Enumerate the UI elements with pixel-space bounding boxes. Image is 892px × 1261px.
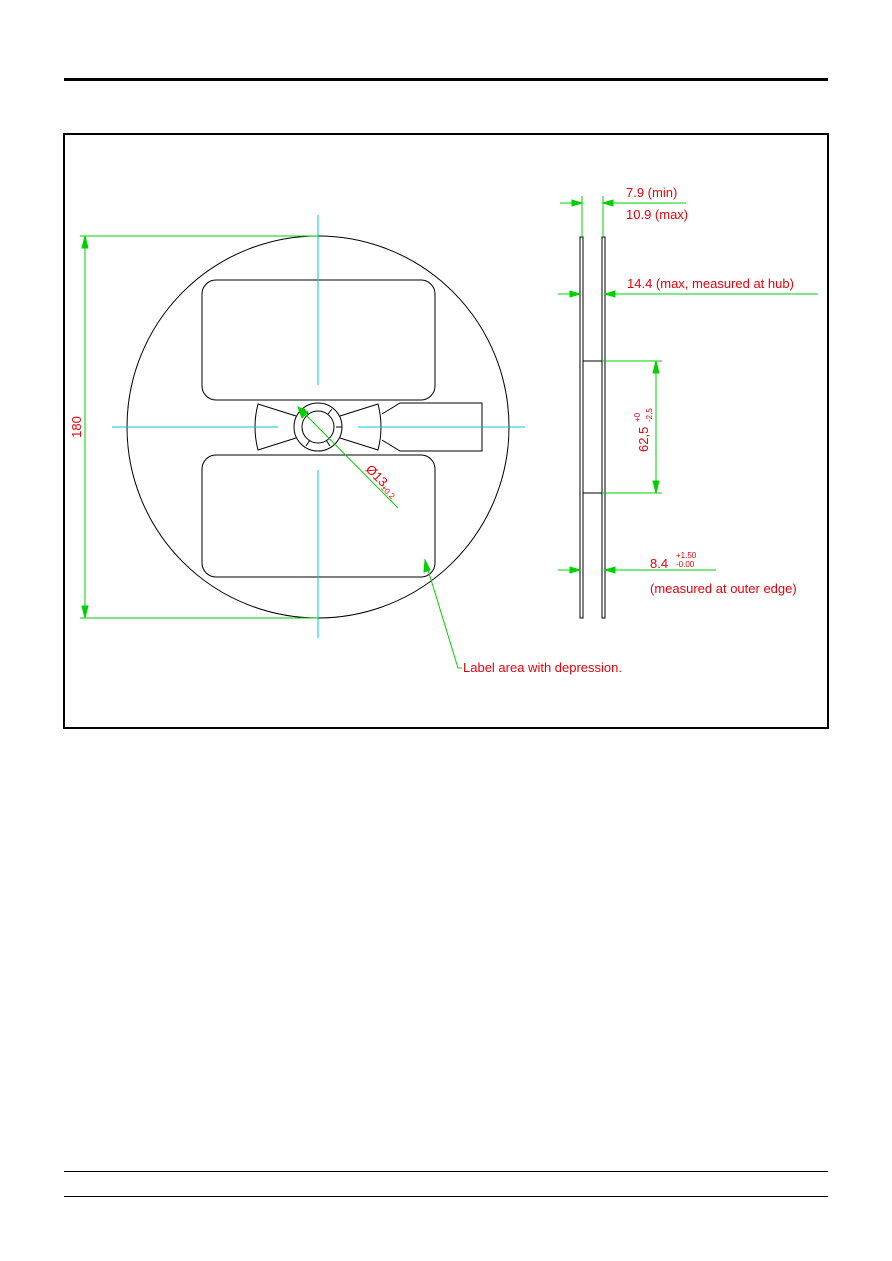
- diameter-label: 180: [69, 416, 84, 438]
- outer-width-dimension: [558, 566, 716, 574]
- diameter-dimension: [80, 235, 318, 619]
- outer-width-label: 8.4: [650, 556, 668, 571]
- hub-height-tol-upper: +0: [633, 412, 642, 422]
- hub-height-tol-lower: -2,5: [645, 408, 654, 422]
- hub-notch-top-right: [327, 408, 333, 415]
- hub-inner-ring: [301, 410, 335, 444]
- hub-notch-bottom-left: [305, 439, 311, 447]
- label-area-callout: Label area with depression.: [463, 660, 622, 675]
- hub-width-dimension: [558, 290, 818, 298]
- footer-rule-top: [64, 1171, 828, 1172]
- hub-notch-bottom-right: [325, 439, 331, 447]
- width-top-dimension: [560, 196, 686, 237]
- hub-height-dimension: [602, 360, 662, 494]
- header-rule: [64, 78, 828, 81]
- hub-diameter-text: Ø13 ±0.2: [363, 462, 397, 502]
- width-min-label: 7.9 (min): [626, 185, 677, 200]
- footer-rule-bottom: [64, 1196, 828, 1197]
- outer-width-tol-lower: -0.00: [676, 560, 695, 569]
- hub-diameter-tolerance: ±0.2: [379, 483, 397, 501]
- reel-side-view: [579, 236, 606, 619]
- outer-width-note: (measured at outer edge): [650, 581, 797, 596]
- hub-width-label: 14.4 (max, measured at hub): [627, 276, 794, 291]
- outer-width-tol-upper: +1.50: [676, 551, 697, 560]
- centerlines: [112, 215, 525, 638]
- width-max-label: 10.9 (max): [626, 207, 688, 222]
- hub-height-text: 62,5 +0 -2,5: [633, 408, 654, 452]
- label-callout-leader: [423, 558, 462, 669]
- hub-height-label: 62,5: [636, 427, 651, 452]
- hub-diameter-leader: [297, 405, 399, 509]
- drawing-frame: [63, 133, 829, 729]
